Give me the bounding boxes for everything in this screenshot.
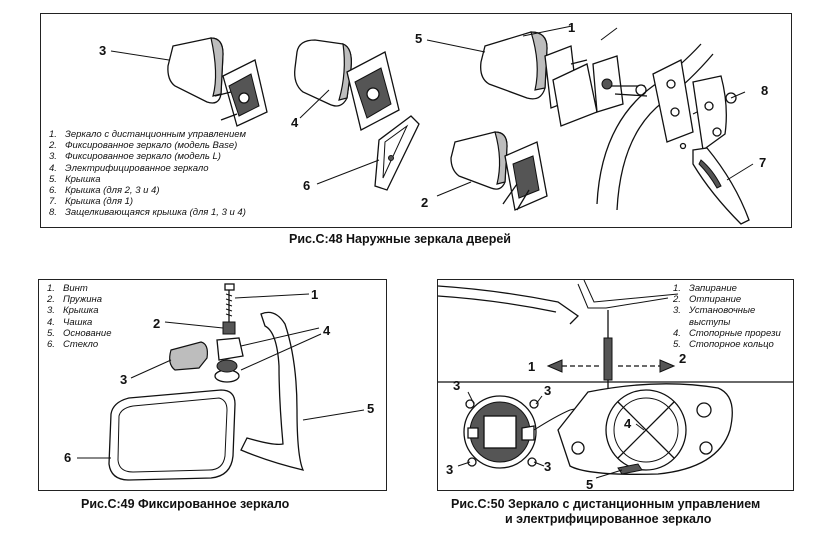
legend-item: 4.Стопорные прорези <box>673 327 781 339</box>
legend-item: 4.Чашка <box>47 316 93 328</box>
glass-illustration <box>108 389 236 481</box>
fig50-callout-3a: 3 <box>453 378 461 393</box>
legend-item: 5.Крышка <box>49 173 101 185</box>
fig50-callout-3c: 3 <box>544 459 552 474</box>
fig50-callout-4: 4 <box>624 416 632 431</box>
legend-item: 3.Установочные <box>673 305 756 317</box>
mirror-backplate-illustration <box>557 383 733 475</box>
fig50-legend: 1.Запирание 2.Отпирание 3.Установочные в… <box>673 283 781 350</box>
fig50-drawing <box>438 280 793 479</box>
cover-7-illustration <box>679 142 750 225</box>
mirror-1-illustration <box>480 27 648 127</box>
fig50-caption-line2: и электрифицированное зеркало <box>505 512 712 526</box>
fig48-caption: Рис.С:48 Наружные зеркала дверей <box>289 232 511 246</box>
cover-illustration <box>169 341 208 371</box>
fig48-callout-4: 4 <box>291 115 299 130</box>
fig48-callout-7: 7 <box>759 155 767 170</box>
legend-item: 5.Основание <box>47 327 112 339</box>
spring-illustration <box>222 321 236 335</box>
fig49-callout-3: 3 <box>120 372 128 387</box>
legend-item: 3.Крышка <box>47 305 99 317</box>
legend-item: 5.Стопорное кольцо <box>673 339 774 351</box>
legend-item: 6.Крышка (для 2, 3 и 4) <box>49 185 160 197</box>
legend-item: 1.Винт <box>47 283 88 294</box>
mirror-housing-illustration <box>438 280 679 325</box>
legend-item: 8.Защелкивающаяся крышка (для 1, 3 и 4) <box>49 207 246 219</box>
mirror-4-illustration <box>294 39 400 131</box>
fig49-callout-4: 4 <box>323 323 331 338</box>
legend-item: 2.Пружина <box>47 294 103 306</box>
fig49-callout-5: 5 <box>367 401 375 416</box>
legend-item: 2.Отпирание <box>673 294 742 306</box>
legend-item: 2.Фиксированное зеркало (модель Base) <box>49 140 238 152</box>
mirror-2-illustration <box>450 131 548 211</box>
fig48-panel: 3 4 5 1 8 7 2 6 1.Зеркало с дистанционны… <box>40 13 792 228</box>
direction-arrows <box>546 359 676 373</box>
screwdriver-illustration <box>603 310 613 392</box>
fig49-drawing <box>77 283 365 481</box>
fig48-callout-3: 3 <box>99 43 107 58</box>
fig48-legend: 1.Зеркало с дистанционным управлением 2.… <box>49 129 246 219</box>
legend-item: 1.Запирание <box>673 283 737 294</box>
fig49-callout-6: 6 <box>64 450 72 465</box>
fig50-callout-2: 2 <box>679 351 687 366</box>
fig49-caption: Рис.С:49 Фиксированное зеркало <box>81 497 290 511</box>
door-frame-illustration <box>596 43 714 211</box>
fig49-callout-1: 1 <box>311 287 319 302</box>
legend-item: 6.Стекло <box>47 339 99 351</box>
fig48-callout-5: 5 <box>415 31 423 46</box>
fig50-callout-3d: 3 <box>446 462 454 477</box>
fig50-callout-1: 1 <box>528 359 536 374</box>
fig50-callout-5: 5 <box>586 477 594 491</box>
legend-item: 1.Зеркало с дистанционным управлением <box>49 129 246 140</box>
screw-illustration <box>224 283 235 322</box>
legend-item: выступы <box>689 316 731 328</box>
legend-item: 7.Крышка (для 1) <box>49 196 134 208</box>
cover-8-illustration <box>692 75 737 152</box>
cup-illustration <box>216 337 244 361</box>
motor-assembly-illustration <box>463 395 589 469</box>
cover-6-illustration <box>374 115 420 191</box>
fig49-legend: 1.Винт 2.Пружина 3.Крышка 4.Чашка 5.Осно… <box>47 283 111 350</box>
mirror-3-illustration <box>167 37 268 127</box>
fig49-callout-2: 2 <box>153 316 161 331</box>
legend-item: 3.Фиксированное зеркало (модель L) <box>49 151 221 163</box>
fig48-callout-2: 2 <box>421 195 429 210</box>
fig48-callout-1: 1 <box>568 20 576 35</box>
base-illustration <box>240 311 305 471</box>
fig48-callout-8: 8 <box>761 83 769 98</box>
fig50-panel: 1 2 3 3 3 3 4 5 1.Запирание 2.Отпирание … <box>437 279 794 491</box>
fig48-callout-6: 6 <box>303 178 311 193</box>
legend-item: 4.Электрифицированное зеркало <box>49 162 209 174</box>
fig50-callout-3b: 3 <box>544 383 552 398</box>
fig49-panel: 1 2 4 3 5 6 1.Винт 2.Пружина 3.Крышка 4.… <box>38 279 387 491</box>
fig50-caption-line1: Рис.С:50 Зеркало с дистанционным управле… <box>451 497 761 511</box>
fig48-drawing <box>110 25 754 225</box>
